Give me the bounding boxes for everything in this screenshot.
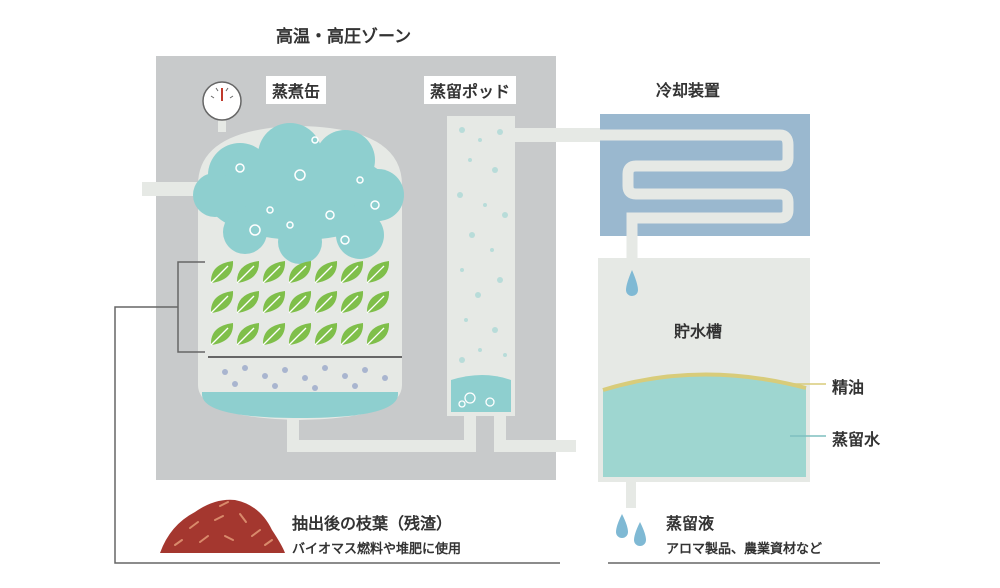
leaf-vein	[366, 265, 385, 284]
leaf-vein	[340, 265, 359, 284]
cooling-coil	[600, 129, 794, 264]
distillate-title: 蒸留液	[666, 514, 715, 533]
zone-title: 高温・高圧ゾーン	[276, 27, 412, 47]
pot-bubble	[464, 318, 468, 322]
pot-bubble	[459, 127, 465, 133]
pot-bubbles	[457, 127, 508, 363]
tank-outlet-pipe	[626, 480, 636, 508]
wood-chip-pile-icon	[160, 499, 285, 553]
leaf-vein	[262, 265, 281, 284]
kettle-water	[202, 392, 398, 418]
pot-bubble	[503, 353, 507, 357]
pot-liquid-bubble	[464, 392, 476, 404]
pot-outlet-pipe	[494, 416, 576, 452]
tank-label: 貯水槽	[674, 322, 723, 341]
pot-bubble	[497, 277, 503, 283]
pot-liquid-bubble	[458, 400, 466, 408]
residue-description: バイオマス燃料や堆肥に使用	[292, 542, 462, 557]
leaf-vein	[210, 327, 229, 346]
pot-bubble	[459, 357, 465, 363]
leaf-vein	[314, 295, 333, 314]
steam-bubbles	[235, 136, 380, 245]
pot-bubble	[469, 232, 475, 238]
leaf-vein	[314, 265, 333, 284]
oil-label: 精油	[832, 378, 865, 397]
pot-bubble	[490, 248, 494, 252]
pot-bubble	[502, 212, 508, 218]
pot-bubble	[460, 268, 464, 272]
leaf-vein	[236, 327, 255, 346]
leaf-vein	[366, 327, 385, 346]
pot-liquid	[451, 375, 511, 412]
pot-label: 蒸留ポッド	[424, 76, 517, 104]
oil-layer	[602, 372, 807, 392]
distillation-pot	[447, 116, 515, 416]
leaf-vein	[236, 265, 255, 284]
bottom-particles	[222, 365, 388, 391]
steam-cloud-icon	[193, 123, 404, 264]
leaf-vein	[340, 295, 359, 314]
water-label: 蒸留水	[832, 430, 881, 449]
pot-bubble	[478, 138, 482, 142]
leaf-bed	[210, 261, 390, 346]
leaf-vein	[262, 327, 281, 346]
leaf-vein	[288, 265, 307, 284]
leaf-vein	[288, 327, 307, 346]
pot-bubble	[483, 203, 487, 207]
residue-title: 抽出後の枝葉（残渣）	[292, 514, 453, 533]
leaf-vein	[210, 265, 229, 284]
residue-line	[114, 306, 560, 564]
pot-bubble	[492, 167, 498, 173]
pot-bubble	[457, 192, 463, 198]
water-drop-icon	[626, 270, 638, 296]
leaf-vein	[288, 295, 307, 314]
leaf-vein	[340, 327, 359, 346]
distillate-description: アロマ製品、農業資材など	[666, 542, 823, 557]
leaf-vein	[236, 295, 255, 314]
leaf-vein	[314, 327, 333, 346]
pot-bubble	[497, 129, 503, 135]
water-drop-icon	[634, 522, 646, 546]
water-drop-icon	[616, 514, 628, 538]
leaf-vein	[210, 295, 229, 314]
pot-bubble	[475, 292, 481, 298]
pot-liquid-bubble	[485, 397, 495, 407]
cooler-label: 冷却装置	[656, 81, 721, 100]
pot-bubble	[468, 158, 472, 162]
leaf-vein	[262, 295, 281, 314]
pot-to-cooler-pipe	[515, 128, 607, 142]
pressure-gauge-icon	[202, 81, 242, 132]
tank-water	[603, 374, 806, 477]
leaf-vein	[366, 295, 385, 314]
pot-bubble	[478, 348, 482, 352]
kettle-to-pot-pipe	[287, 415, 476, 452]
kettle-label: 蒸煮缶	[266, 76, 327, 104]
pot-bubble	[492, 327, 498, 333]
